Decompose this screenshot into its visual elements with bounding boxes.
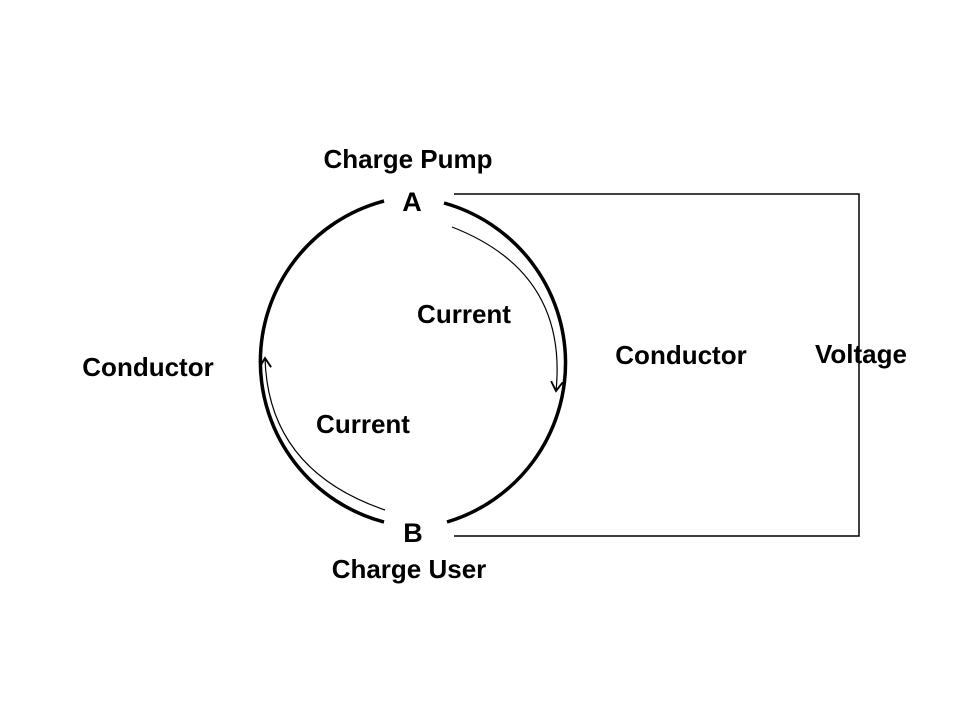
right-conductor-label: Conductor (615, 340, 746, 370)
charge-pump-label: Charge Pump (323, 144, 492, 174)
charge-user-label: Charge User (332, 554, 487, 584)
voltage-wire (454, 193, 860, 537)
node-a-label: A (402, 187, 422, 217)
node-b-label: B (403, 518, 423, 548)
current-arrow-left (258, 356, 386, 511)
current-label-right: Current (417, 299, 511, 329)
current-label-left: Current (316, 409, 410, 439)
voltage-label: Voltage (815, 339, 907, 369)
left-conductor-arc (258, 199, 385, 524)
current-arrow-right (451, 226, 564, 393)
right-conductor-arc (443, 201, 568, 524)
left-conductor-label: Conductor (82, 352, 213, 382)
